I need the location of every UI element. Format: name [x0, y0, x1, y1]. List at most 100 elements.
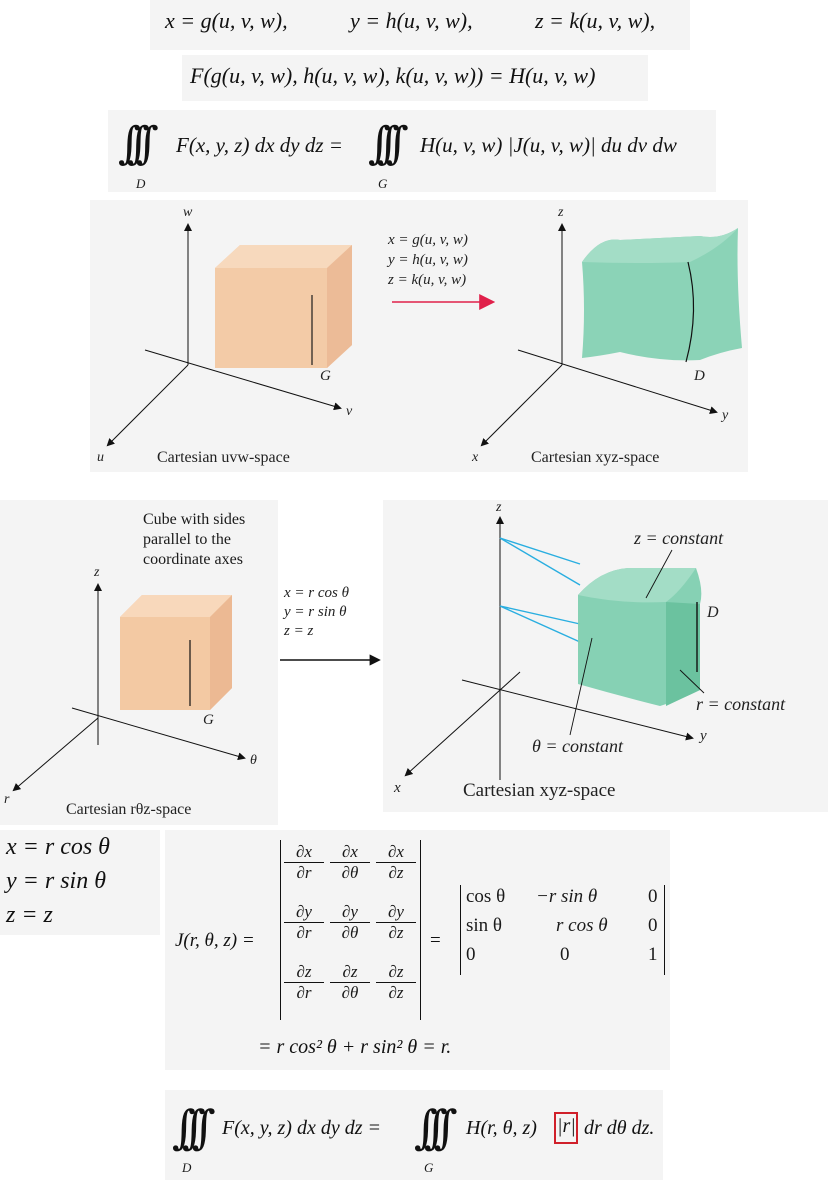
- axis-y-label: y: [722, 408, 729, 423]
- partial-denominator: ∂θ: [341, 923, 359, 942]
- partial-fraction: ∂y∂z: [376, 902, 416, 943]
- matrix-cell: cos θ: [466, 886, 506, 907]
- matrix-cell: 0: [648, 915, 658, 936]
- final-integral-sign-left: ∫∫∫: [172, 1100, 216, 1154]
- partial-denominator: ∂z: [388, 923, 404, 942]
- final-integrand-h: H(r, θ, z): [466, 1117, 537, 1139]
- axis-z-label: z: [558, 205, 564, 220]
- final-region-d: D: [182, 1160, 192, 1175]
- axis-u-line: [106, 364, 189, 447]
- cyl-map-line-3: z = z: [284, 623, 314, 639]
- theta-constant-label: θ = constant: [532, 736, 623, 756]
- partial-numerator: ∂y: [284, 902, 324, 923]
- partial-numerator: ∂z: [284, 962, 324, 983]
- matrix-cell: 0: [648, 886, 658, 907]
- cube-caption-line-3: coordinate axes: [143, 551, 243, 568]
- boxed-abs-r: [554, 1112, 578, 1144]
- partial-fraction: ∂x∂z: [376, 842, 416, 883]
- partial-denominator: ∂r: [296, 983, 312, 1002]
- matrix-cell: −r sin θ: [536, 886, 598, 907]
- partial-numerator: ∂y: [376, 902, 416, 923]
- cube-caption-line-2: parallel to the: [143, 531, 231, 548]
- partial-numerator: ∂x: [376, 842, 416, 863]
- det2-right-bar: [664, 885, 665, 975]
- cube-caption-line-1: Cube with sides: [143, 511, 246, 528]
- det2-left-bar: [460, 885, 461, 975]
- partial-denominator: ∂θ: [341, 863, 359, 882]
- final-integrand-left: F(x, y, z) dx dy dz =: [222, 1117, 382, 1139]
- final-differentials: dr dθ dz.: [584, 1117, 655, 1139]
- axis-x-line: [480, 364, 563, 447]
- axis-z-right-label: z: [496, 500, 502, 515]
- matrix-cell: 0: [466, 944, 476, 965]
- partial-fraction: ∂x∂θ: [330, 842, 370, 883]
- cube-g-cylindrical: [120, 595, 232, 710]
- axis-y-right-label: y: [700, 728, 707, 744]
- region-g-label: G: [378, 176, 388, 191]
- axis-y-line: [517, 349, 718, 415]
- final-integral-panel: [165, 1090, 663, 1180]
- sub-z: z = z: [6, 902, 53, 928]
- det1-right-bar: [420, 840, 421, 1020]
- region-g-fig-label: G: [320, 368, 331, 384]
- partial-fraction: ∂z∂z: [376, 962, 416, 1003]
- partial-fraction: ∂y∂r: [284, 902, 324, 943]
- partial-denominator: ∂θ: [341, 983, 359, 1002]
- equation-xyz-panel: [150, 0, 690, 50]
- axis-theta-label: θ: [250, 753, 257, 768]
- triple-integral-panel: [108, 110, 716, 192]
- integrand-left: F(x, y, z) dx dy dz =: [176, 133, 343, 157]
- partial-fraction: ∂y∂θ: [330, 902, 370, 943]
- map-line-2: y = h(u, v, w): [388, 252, 468, 268]
- axis-v-line: [144, 349, 342, 411]
- cyl-map-line-2: y = r sin θ: [284, 604, 347, 620]
- region-g-cyl-label: G: [203, 712, 214, 728]
- partial-numerator: ∂x: [330, 842, 370, 863]
- cyl-map-line-1: x = r cos θ: [284, 585, 349, 601]
- jacobian-partial-matrix: ∂x∂r∂x∂θ∂x∂z∂y∂r∂y∂θ∂y∂z∂z∂r∂z∂θ∂z∂z: [284, 842, 418, 1018]
- final-region-g: G: [424, 1160, 434, 1175]
- partial-numerator: ∂z: [330, 962, 370, 983]
- substitution-panel: [0, 830, 160, 935]
- boxed-r: r: [562, 1115, 571, 1137]
- equation-z: z = k(u, v, w),: [535, 8, 656, 33]
- equation-x: x = g(u, v, w),: [165, 8, 288, 33]
- jacobian-panel: [165, 830, 670, 1070]
- integrand-right: H(u, v, w) |J(u, v, w)| du dv dw: [420, 133, 677, 157]
- det1-left-bar: [280, 840, 281, 1020]
- r-constant-label: r = constant: [696, 694, 786, 714]
- region-d-cyl-label: D: [707, 604, 719, 621]
- equals-sign: =: [430, 930, 441, 951]
- figure-uvw-to-xyz-drawing: [106, 223, 742, 447]
- caption-uvw: Cartesian uvw-space: [157, 449, 290, 466]
- caption-xyz-cyl: Cartesian xyz-space: [463, 780, 616, 801]
- matrix-cell: 1: [648, 944, 658, 965]
- final-integral-sign-right: ∫∫∫: [414, 1100, 458, 1154]
- partial-denominator: ∂z: [388, 983, 404, 1002]
- region-d-label: D: [136, 176, 146, 191]
- boxed-abs-r-text: |r|: [557, 1115, 576, 1137]
- partial-numerator: ∂z: [376, 962, 416, 983]
- jacobian-result: = r cos² θ + r sin² θ = r.: [258, 1036, 452, 1058]
- cube-caption: Cube with sides parallel to the coordina…: [143, 510, 245, 570]
- partial-numerator: ∂y: [330, 902, 370, 923]
- matrix-cell: 0: [560, 944, 570, 965]
- axis-r-label: r: [4, 792, 10, 807]
- partial-fraction: ∂z∂θ: [330, 962, 370, 1003]
- cylindrical-wedge-d: [578, 568, 702, 706]
- region-d-fig-label: D: [694, 368, 705, 384]
- equation-composition: F(g(u, v, w), h(u, v, w), k(u, v, w)) = …: [190, 63, 596, 88]
- axis-u-label: u: [97, 450, 104, 465]
- matrix-cell: r cos θ: [556, 915, 608, 936]
- axis-w-label: w: [183, 205, 193, 220]
- sub-y: y = r sin θ: [6, 868, 106, 894]
- partial-denominator: ∂r: [296, 863, 312, 882]
- axis-z-left-label: z: [94, 565, 100, 580]
- sub-x: x = r cos θ: [6, 834, 110, 860]
- partial-denominator: ∂r: [296, 923, 312, 942]
- cube-d: [582, 228, 742, 363]
- equation-composition-panel: [182, 55, 648, 101]
- axis-x-label: x: [472, 450, 479, 465]
- map-line-1: x = g(u, v, w): [388, 232, 468, 248]
